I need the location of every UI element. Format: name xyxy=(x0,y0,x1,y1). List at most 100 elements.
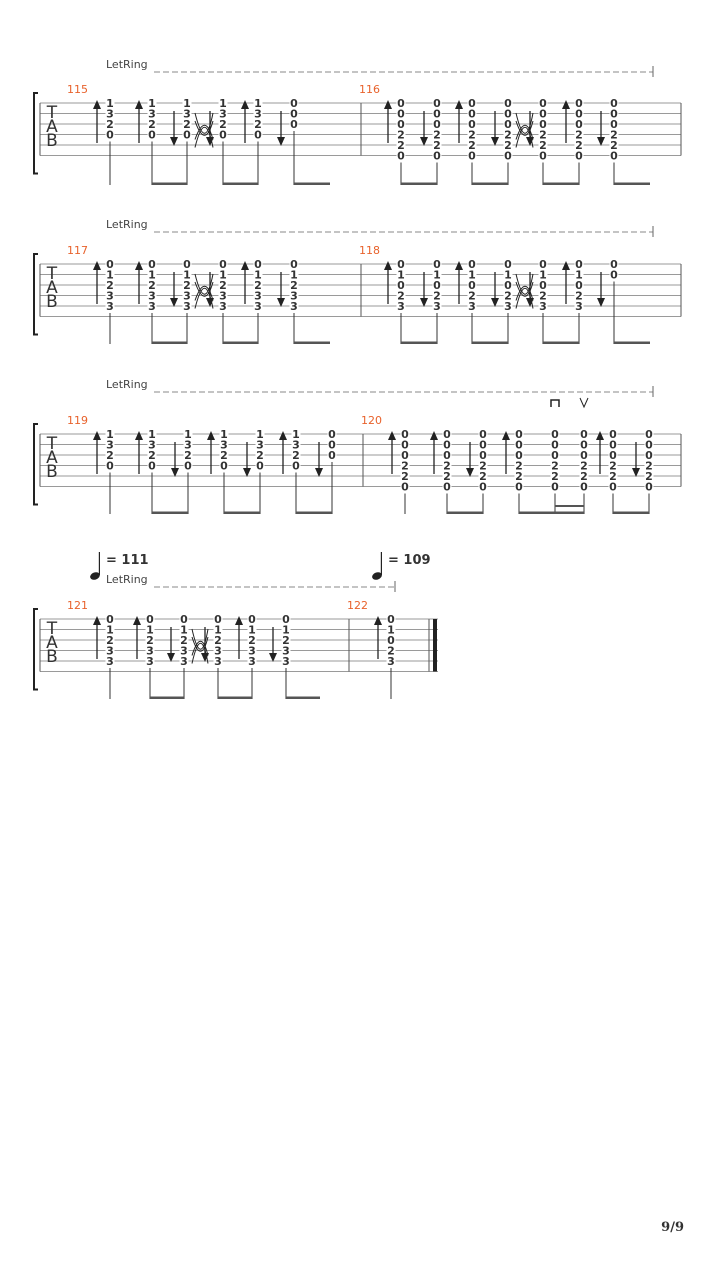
tie-curve xyxy=(191,640,209,656)
upstroke-arrowhead xyxy=(279,431,287,440)
beam xyxy=(543,182,579,185)
measure-number: 120 xyxy=(361,414,382,427)
fret-number: 0 xyxy=(609,449,617,462)
fret-number: 2 xyxy=(515,460,523,473)
tie-curve xyxy=(191,628,209,650)
fret-bg xyxy=(145,634,155,646)
fret-number: 2 xyxy=(468,290,476,303)
downstroke-arrowhead xyxy=(491,137,499,146)
tie-curve xyxy=(194,112,214,134)
beam xyxy=(401,182,437,185)
fret-bg xyxy=(644,481,654,492)
fret-number: 1 xyxy=(282,624,290,637)
fret-number: 0 xyxy=(401,481,409,494)
beam xyxy=(447,511,483,514)
fret-bg xyxy=(386,655,396,667)
fret-number: 0 xyxy=(443,481,451,494)
fret-number: 0 xyxy=(387,613,395,626)
fret-number: 0 xyxy=(609,428,617,441)
fret-bg xyxy=(514,481,524,492)
tempo-mark: = 109 xyxy=(372,552,431,580)
fret-number: 1 xyxy=(106,428,114,441)
upstroke-arrowhead xyxy=(93,100,101,109)
fret-bg xyxy=(467,108,477,119)
fret-bg xyxy=(432,150,442,161)
fret-number: 2 xyxy=(433,290,441,303)
fret-number: 2 xyxy=(575,129,583,142)
fret-bg xyxy=(550,439,560,450)
fret-bg xyxy=(147,97,157,109)
beam xyxy=(152,511,188,514)
fret-number: 0 xyxy=(551,449,559,462)
fret-number: 0 xyxy=(575,118,583,131)
upstroke-arrowhead xyxy=(502,431,510,440)
fret-number: 3 xyxy=(184,439,192,452)
fret-bg xyxy=(247,634,257,646)
quarter-note-head xyxy=(372,572,382,580)
fret-number: 0 xyxy=(610,108,618,121)
fret-bg xyxy=(218,97,228,109)
fret-bg xyxy=(514,439,524,450)
fret-number: 1 xyxy=(148,269,156,282)
beam xyxy=(223,182,258,185)
fret-number: 1 xyxy=(219,97,227,110)
fret-bg xyxy=(253,258,263,270)
fret-bg xyxy=(467,150,477,161)
fret-bg xyxy=(432,258,442,270)
fret-number: 0 xyxy=(504,279,512,292)
fret-number: 3 xyxy=(219,108,227,121)
beam xyxy=(472,341,508,344)
beam xyxy=(614,182,650,185)
fret-bg xyxy=(213,624,223,635)
fret-bg xyxy=(609,139,619,151)
fret-number: 1 xyxy=(214,624,222,637)
fret-bg xyxy=(608,449,618,461)
fret-bg xyxy=(579,449,589,461)
fret-number: 0 xyxy=(504,118,512,131)
fret-bg xyxy=(478,470,488,482)
tie-curve xyxy=(194,285,214,301)
fret-number: 2 xyxy=(504,290,512,303)
upstroke-arrowhead xyxy=(135,261,143,270)
beam xyxy=(543,341,579,344)
fret-number: 3 xyxy=(106,300,114,313)
fret-number: 1 xyxy=(254,269,262,282)
fret-number: 2 xyxy=(220,449,228,462)
fret-bg xyxy=(219,449,229,461)
fret-bg xyxy=(255,428,265,440)
fret-bg xyxy=(145,613,155,625)
fret-bg xyxy=(219,460,229,471)
fret-bg xyxy=(386,613,396,625)
fret-bg xyxy=(538,129,548,140)
fret-bg xyxy=(442,428,452,440)
upstroke-arrowhead xyxy=(93,431,101,440)
fret-bg xyxy=(289,269,299,280)
fret-bg xyxy=(442,439,452,450)
let-ring-label: LetRing xyxy=(106,378,148,391)
fret-bg xyxy=(396,150,406,161)
beam xyxy=(401,341,437,344)
fret-number: 0 xyxy=(504,150,512,163)
tempo-mark: = 111 xyxy=(90,552,149,580)
fret-number: 3 xyxy=(387,655,395,668)
downstroke-arrowhead xyxy=(171,468,179,477)
beam xyxy=(296,511,332,514)
fret-number: 3 xyxy=(220,439,228,452)
fret-bg xyxy=(396,118,406,130)
fret-bg xyxy=(442,470,452,482)
fret-number: 0 xyxy=(645,439,653,452)
tab-clef-letter: A xyxy=(46,278,58,298)
fret-number: 1 xyxy=(397,269,405,282)
fret-number: 3 xyxy=(282,655,290,668)
fret-number: 0 xyxy=(183,129,191,142)
fret-number: 2 xyxy=(180,634,188,647)
fret-number: 2 xyxy=(397,129,405,142)
tie-curve xyxy=(515,281,534,297)
fret-bg xyxy=(514,449,524,461)
fret-bg xyxy=(400,439,410,450)
fret-bg xyxy=(432,139,442,151)
